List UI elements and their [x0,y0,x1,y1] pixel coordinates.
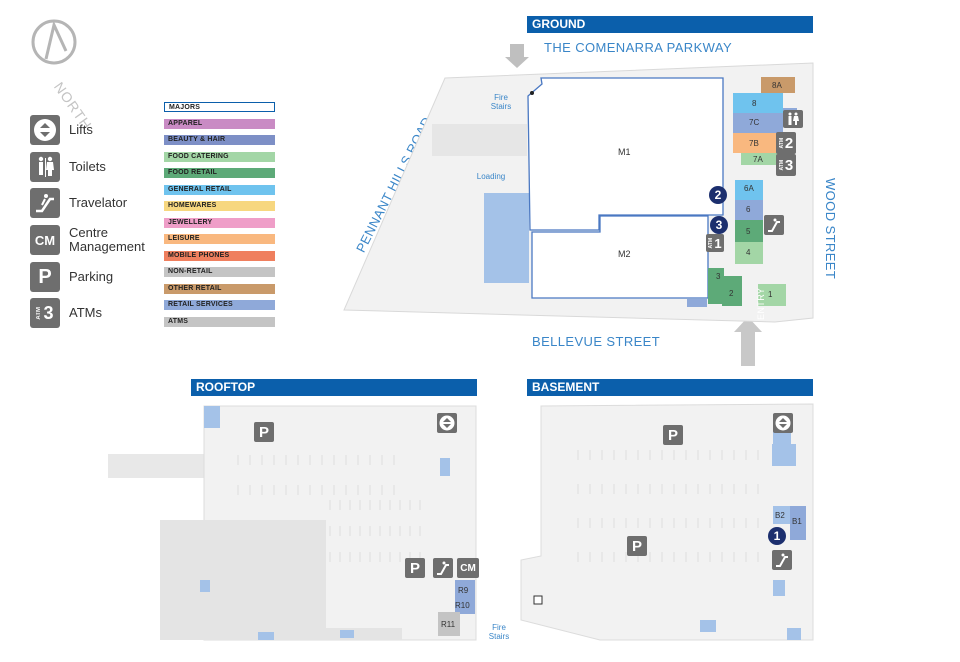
shop-b2[interactable]: B2 [775,511,785,520]
travelator-icon [30,188,60,218]
ground-atm-1-icon: ATM 1 [706,234,724,252]
compass-icon [31,19,77,65]
key-row-homewares: HOMEWARES [164,201,275,211]
shop-7a[interactable]: 7A [753,155,763,164]
ground-lift-3: 3 [710,216,728,234]
shop-2[interactable]: 2 [729,289,734,298]
street-label-parkway: THE COMENARRA PARKWAY [544,40,733,55]
key-row-food-retail: FOOD RETAIL [164,168,275,178]
shop-5[interactable]: 5 [746,227,751,236]
atm-icon: ATM 3 [30,298,60,328]
shop-6[interactable]: 6 [746,205,751,214]
shop-7c[interactable]: 7C [749,118,760,127]
key-row-non-retail: NON-RETAIL [164,267,275,277]
shop-3[interactable]: 3 [716,272,721,281]
atm-number: 3 [43,302,54,323]
rooftop-travelator-icon [433,558,453,578]
basement-fire-stairs-label: Fire Stairs [488,623,510,641]
rooftop-lifts-icon [437,413,457,433]
legend-label-travelator: Travelator [69,195,128,210]
basement-lifts-icon [773,413,793,433]
cm-icon: CM [30,225,60,255]
shop-r10[interactable]: R10 [455,601,470,610]
street-label-bellevue: BELLEVUE STREET [532,334,661,349]
legend-label-toilets: Toilets [69,159,106,174]
legend-label-lifts: Lifts [69,122,93,137]
ground-atm-3-number: 3 [784,156,794,174]
basement-level-header: BASEMENT [527,379,813,396]
key-row-jewellery: JEWELLERY [164,217,275,228]
key-row-general-retail: GENERAL RETAIL [164,184,275,195]
rooftop-parking-icon-top: P [254,422,274,442]
legend-label-centre-management: Centre Management [69,225,145,254]
ground-atm-2-number: 2 [784,134,794,152]
ground-fire-stairs-label: Fire Stairs [490,93,512,111]
shop-6a[interactable]: 6A [744,184,754,193]
key-row-majors: MAJORS [164,102,275,112]
parkway-entry-arrow [505,44,529,68]
m2-label: M2 [618,249,631,259]
shop-b1[interactable]: B1 [792,517,802,526]
legend-lifts: Lifts [30,115,93,145]
shop-8a[interactable]: 8A [772,81,782,90]
shop-1[interactable]: 1 [768,290,773,299]
toilets-icon [30,152,60,182]
legend-parking: P Parking [30,262,113,292]
rooftop-cm-icon: CM [457,558,479,578]
basement-travelator-icon [772,550,792,570]
shop-r11[interactable]: R11 [441,620,456,629]
basement-parking-icon-mid: P [627,536,647,556]
legend-centre-management: CM Centre Management [30,225,149,255]
ground-atm-2-icon: ATM 2 [776,132,796,154]
key-row-atms: ATMS [164,316,275,327]
ground-toilets-icon [783,110,803,128]
ground-level-header: GROUND [527,16,813,33]
key-row-apparel: APPAREL [164,118,275,129]
shop-7b[interactable]: 7B [749,139,759,148]
lifts-icon [30,115,60,145]
ground-atm-1-number: 1 [714,235,722,251]
legend-travelator: Travelator [30,188,127,218]
key-row-mobile-phones: MOBILE PHONES [164,250,275,261]
legend-toilets: Toilets [30,152,106,182]
key-row-retail-services: RETAIL SERVICES [164,300,275,310]
basement-parking-icon-top: P [663,425,683,445]
m1-label: M1 [618,147,631,157]
rooftop-level-header: ROOFTOP [191,379,477,396]
key-row-leisure: LEISURE [164,234,275,244]
key-row-other-retail: OTHER RETAIL [164,283,275,294]
shop-r9[interactable]: R9 [458,586,469,595]
legend-atms: ATM 3 ATMs [30,298,102,328]
shop-8[interactable]: 8 [752,99,757,108]
key-row-beauty-hair: BEAUTY & HAIR [164,135,275,145]
parking-icon: P [30,262,60,292]
bellevue-entry-arrow [734,317,762,366]
legend-label-parking: Parking [69,269,114,284]
m2-shape [531,215,709,299]
basement-lift-1: 1 [768,527,786,545]
rooftop-parking-icon-mid: P [405,558,425,578]
legend-label-atms: ATMs [69,305,102,320]
ground-travelator-icon [764,215,784,235]
ground-atm-3-icon: ATM 3 [776,154,796,176]
key-row-food-catering: FOOD CATERING [164,151,275,162]
shop-4[interactable]: 4 [746,248,751,257]
north-compass: NORTH [28,17,118,133]
ground-lift-2: 2 [709,186,727,204]
m1-shape [527,77,724,231]
ground-loading-label: Loading [476,172,506,181]
